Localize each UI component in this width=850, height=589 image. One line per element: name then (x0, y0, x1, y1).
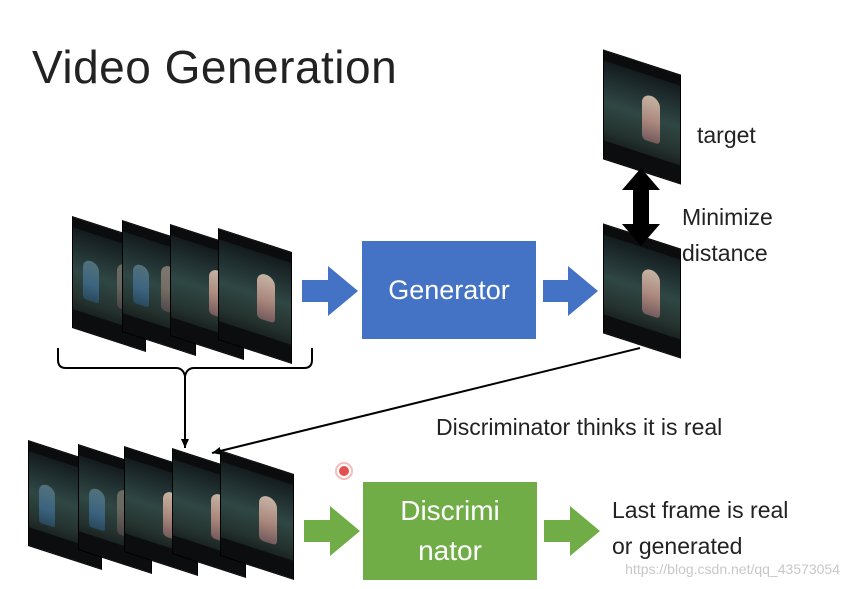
frames-to-discriminator-arrow (304, 506, 360, 556)
input-frames-brace (57, 348, 313, 377)
discriminator-thinks-label: Discriminator thinks it is real (436, 414, 723, 440)
generator-to-output-arrow (543, 266, 598, 316)
generator-label: Generator (388, 274, 510, 305)
generator-box: Generator (362, 241, 536, 339)
page-title: Video Generation (32, 41, 398, 93)
cursor-marker (339, 466, 349, 476)
last-frame-label-line1: Last frame is real (612, 497, 789, 523)
minimize-label-line1: Minimize (682, 204, 773, 230)
watermark-text: https://blog.csdn.net/qq_43573054 (625, 561, 840, 577)
input-to-generator-arrow (302, 266, 358, 316)
minimize-distance-arrow (622, 168, 660, 246)
discriminator-box: Discrimi nator (363, 482, 537, 580)
generated-to-discriminator-arrow (211, 347, 641, 455)
last-frame-label-line2: or generated (612, 533, 743, 559)
minimize-label-line2: distance (682, 240, 768, 266)
discriminator-label-line1: Discrimi (400, 495, 500, 526)
discriminator-to-output-arrow (544, 506, 600, 556)
discriminator-label-line2: nator (418, 535, 482, 566)
target-label: target (697, 122, 756, 148)
